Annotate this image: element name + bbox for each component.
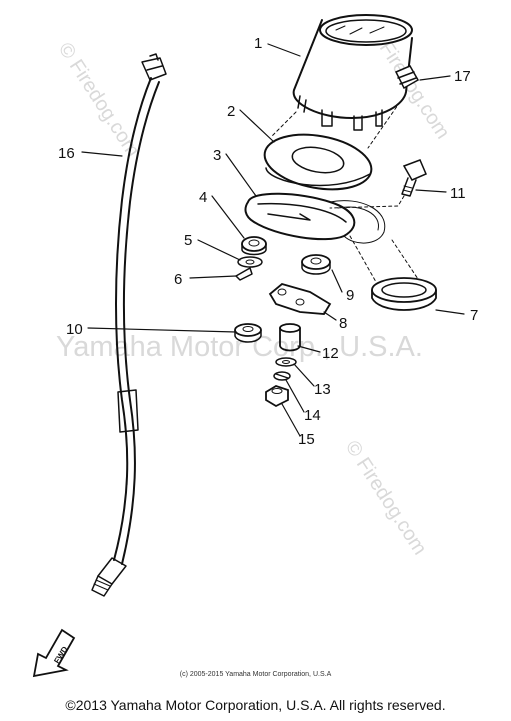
callout-17: 17	[454, 68, 471, 85]
callout-4: 4	[199, 189, 207, 206]
watermark-yamaha: Yamaha Motor Corp., U.S.A.	[56, 331, 423, 363]
callout-6: 6	[174, 271, 182, 288]
grommet-part-7	[349, 235, 437, 311]
callout-14: 14	[304, 407, 321, 424]
callout-8: 8	[339, 315, 347, 332]
grommet-part-4	[241, 236, 267, 256]
bracket-part-3	[244, 192, 386, 244]
bolt-part-11	[329, 159, 427, 209]
callout-13: 13	[314, 381, 331, 398]
nut-part-15	[265, 385, 289, 408]
cable-part-16	[91, 53, 167, 597]
callout-15: 15	[298, 431, 315, 448]
callout-numbers: 1 2 3 4 5 6 7 8 9 10 11 12 13 14 15 16 1…	[58, 35, 478, 448]
callout-2: 2	[227, 103, 235, 120]
clip-part-6	[235, 267, 253, 281]
washer-part-5	[237, 256, 263, 268]
lockwasher-part-14	[273, 371, 291, 381]
callout-12: 12	[322, 345, 339, 362]
plate-part-8	[268, 283, 332, 315]
footer-copyright: ©2013 Yamaha Motor Corporation, U.S.A. A…	[65, 697, 446, 713]
callout-1: 1	[254, 35, 262, 52]
callout-9: 9	[346, 287, 354, 304]
grommet-part-10	[234, 323, 262, 343]
callout-5: 5	[184, 232, 192, 249]
speedometer-part-1	[292, 14, 413, 131]
knob-part-17	[394, 65, 420, 90]
callout-11: 11	[450, 185, 466, 202]
callout-10: 10	[66, 321, 83, 338]
watermark-firedog-top-left: © Firedog.com	[54, 39, 144, 161]
callout-7: 7	[470, 307, 478, 324]
watermark-firedog-bottom-right: © Firedog.com	[341, 437, 431, 559]
small-copyright: (c) 2005-2015 Yamaha Motor Corporation, …	[179, 671, 332, 678]
leader-lines	[81, 43, 465, 437]
callout-3: 3	[213, 147, 221, 164]
fwd-arrow: FWD	[32, 628, 76, 678]
grommet-part-9	[301, 254, 331, 275]
gasket-part-2	[263, 101, 401, 191]
callout-16: 16	[58, 145, 75, 162]
washer-part-13	[275, 357, 297, 367]
